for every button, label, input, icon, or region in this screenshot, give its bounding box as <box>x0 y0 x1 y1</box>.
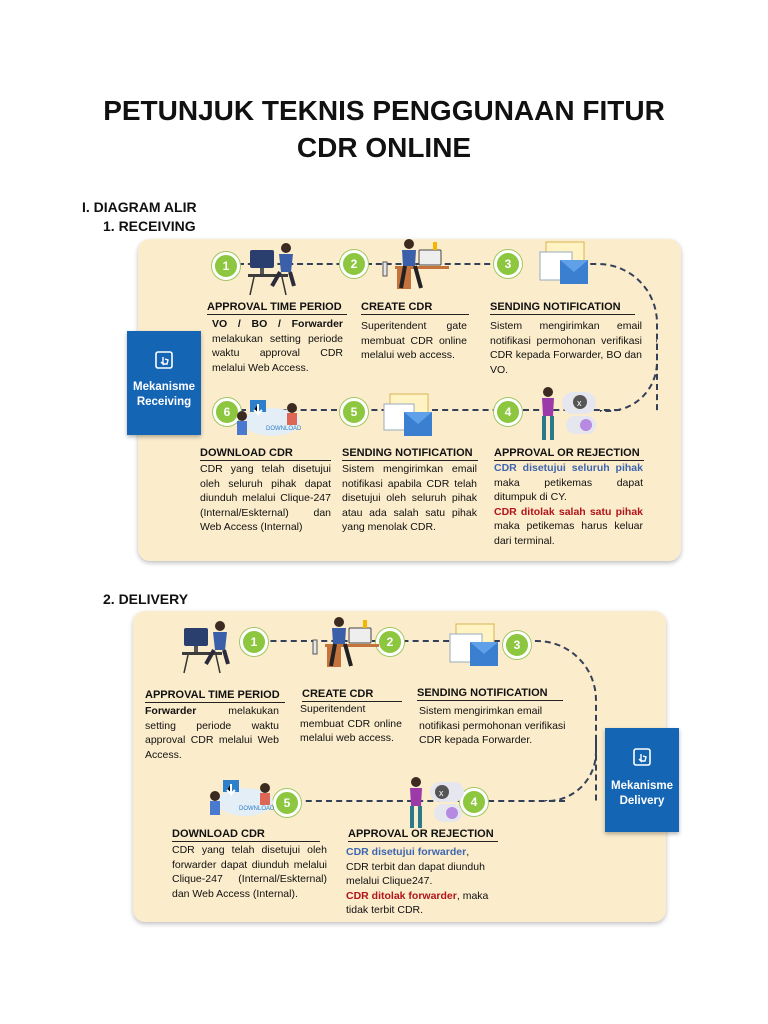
person-at-desk-icon <box>375 236 453 299</box>
step-1-text: Forwarder melakukan setting periode wakt… <box>145 704 279 762</box>
svg-text:x: x <box>439 788 444 798</box>
approval-person-icon: x <box>536 384 602 451</box>
step-2-text: Superitendent membuat CDR online melalui… <box>300 703 402 744</box>
badge-line-2: Receiving <box>136 396 192 408</box>
svg-text:x: x <box>577 398 582 408</box>
step-3-title: SENDING NOTIFICATION <box>417 687 563 701</box>
step-2-title: CREATE CDR <box>361 301 469 315</box>
reject-label: CDR ditolak salah satu pihak <box>494 505 643 518</box>
step-5-text: Sistem mengirimkan email notifikasi apab… <box>342 463 477 533</box>
subsection-receiving: 1. RECEIVING <box>103 218 196 234</box>
flow-line <box>560 263 658 412</box>
badge-line-1: Mekanisme <box>610 780 673 792</box>
download-label: DOWNLOAD <box>239 806 275 812</box>
step-1-description: melakukan setting periode waktu approval… <box>212 332 343 374</box>
email-envelope-icon <box>382 392 442 447</box>
step-3-title: SENDING NOTIFICATION <box>490 301 635 315</box>
step-2-title: CREATE CDR <box>302 688 402 702</box>
approve-description: , CDR terbit dan dapat diunduh melalui C… <box>346 846 485 887</box>
step-4-title: APPROVAL OR REJECTION <box>494 447 644 461</box>
step-4-title: APPROVAL OR REJECTION <box>348 828 498 842</box>
title-line-1: PETUNJUK TEKNIS PENGGUNAAN FITUR <box>103 95 665 126</box>
step-6-text: CDR yang telah disetujui oleh seluruh pi… <box>200 463 331 533</box>
mekanisme-delivery-badge: Mekanisme Delivery <box>605 728 679 832</box>
step-4-text: CDR disetujui forwarder, CDR terbit dan … <box>346 845 491 918</box>
approve-label: CDR disetujui seluruh pihak <box>494 462 643 474</box>
step-3-text: Sistem mengirimkan email notifikasi perm… <box>419 705 566 746</box>
reject-label: CDR ditolak forwarder <box>346 889 457 902</box>
step-1-actor: VO / BO / Forwarder <box>212 318 343 330</box>
step-1-number: 1 <box>212 252 240 280</box>
step-3-text: Sistem mengirimkan email notifikasi perm… <box>490 320 642 376</box>
step-1-text: VO / BO / Forwarder melakukan setting pe… <box>212 317 343 375</box>
step-4-number: 4 <box>460 788 488 816</box>
badge-line-2: Delivery <box>619 795 665 807</box>
hand-tap-icon <box>127 349 201 374</box>
hand-tap-icon <box>605 746 679 773</box>
step-2-text: Superitendent gate membuat CDR online me… <box>361 320 467 361</box>
step-5-text: CDR yang telah disetujui oleh forwarder … <box>172 844 327 900</box>
step-5-title: SENDING NOTIFICATION <box>342 447 478 461</box>
approve-label: CDR disetujui forwarder <box>346 846 467 858</box>
document-title: PETUNJUK TEKNIS PENGGUNAAN FITUR CDR ONL… <box>0 92 768 166</box>
step-5-title: DOWNLOAD CDR <box>172 828 320 842</box>
approval-person-icon: x <box>404 774 470 837</box>
badge-line-1: Mekanisme <box>132 381 195 393</box>
title-line-2: CDR ONLINE <box>296 132 472 163</box>
download-label: DOWNLOAD <box>266 426 302 432</box>
step-1-title: APPROVAL TIME PERIOD <box>207 301 347 315</box>
approve-description: maka petikemas dapat ditumpuk di CY. <box>494 476 643 504</box>
flow-line <box>245 800 565 802</box>
step-2-number: 2 <box>340 250 368 278</box>
step-1-actor: Forwarder <box>145 705 197 717</box>
section-heading: I. DIAGRAM ALIR <box>82 199 197 215</box>
step-1-description: melakukan setting periode waktu approval… <box>145 705 279 761</box>
step-1-title: APPROVAL TIME PERIOD <box>145 689 285 703</box>
step-4-text: CDR disetujui seluruh pihak maka petikem… <box>494 461 643 548</box>
download-people-icon: DOWNLOAD <box>205 776 277 827</box>
subsection-delivery: 2. DELIVERY <box>103 591 189 607</box>
step-2-number: 2 <box>376 628 404 656</box>
step-3-number: 3 <box>503 631 531 659</box>
step-1-number: 1 <box>240 628 268 656</box>
reject-description: maka petikemas harus keluar dari termina… <box>494 520 643 547</box>
step-4-number: 4 <box>494 398 522 426</box>
person-at-computer-icon <box>180 618 236 681</box>
email-envelope-icon <box>538 238 598 295</box>
flow-line <box>238 263 500 265</box>
step-6-title: DOWNLOAD CDR <box>200 447 331 461</box>
email-envelope-icon <box>448 620 508 677</box>
mekanisme-receiving-badge: Mekanisme Receiving <box>127 331 201 435</box>
step-5-number: 5 <box>340 398 368 426</box>
download-people-icon: DOWNLOAD <box>232 396 304 447</box>
reject-description: , maka tidak terbit CDR. <box>346 889 489 917</box>
flow-line <box>240 409 620 411</box>
person-at-desk-icon <box>305 614 383 677</box>
step-3-number: 3 <box>494 250 522 278</box>
person-at-computer-icon <box>246 240 302 303</box>
flow-line <box>240 640 510 642</box>
step-5-number: 5 <box>273 789 301 817</box>
